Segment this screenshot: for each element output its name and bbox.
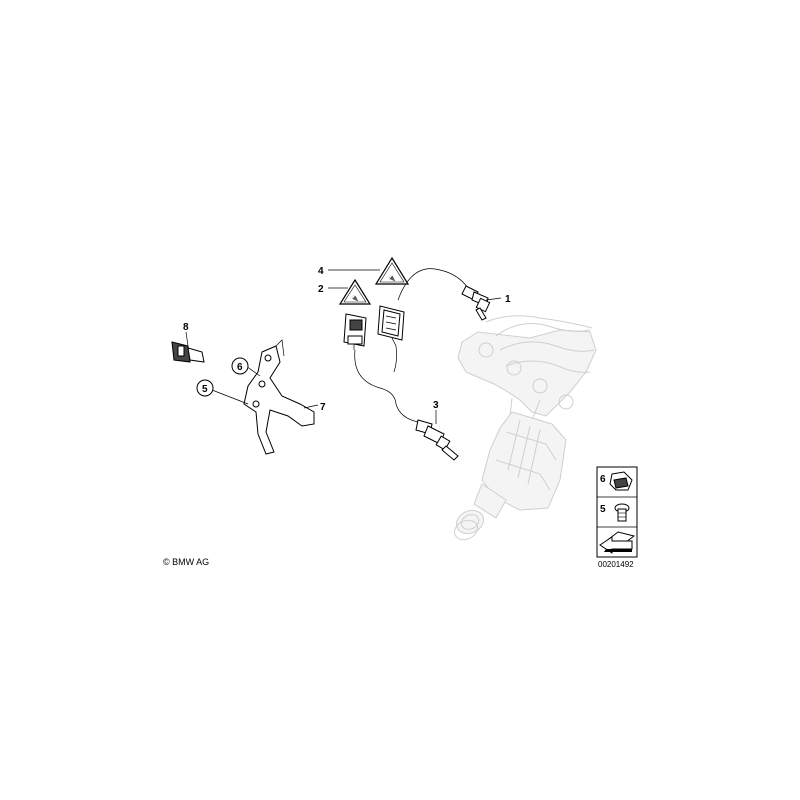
- callout-7: 7: [320, 402, 326, 413]
- warning-triangle-icon: 🔌: [374, 256, 410, 285]
- callout-4: 4: [318, 266, 324, 277]
- callout-8: 8: [183, 322, 189, 333]
- callout-2: 2: [318, 284, 324, 295]
- diagram-code: 00201492: [598, 560, 634, 569]
- svg-text:🔌: 🔌: [351, 294, 359, 302]
- nut-clip-shading: [613, 477, 629, 489]
- arrow-icon: [599, 531, 636, 554]
- legend-label-6: 6: [600, 474, 606, 485]
- clip-part-8: [171, 341, 205, 363]
- svg-text:🔌: 🔌: [388, 274, 396, 282]
- callout-circle: [196, 379, 214, 397]
- sensor-connector-2: [343, 313, 367, 350]
- oxygen-sensor-downstream: [354, 349, 459, 461]
- parts-legend-panel: 6 5: [596, 466, 638, 558]
- exhaust-manifold-ghost: [457, 315, 597, 421]
- warning-triangle-icon: 🔌: [338, 278, 372, 305]
- callout-3: 3: [433, 400, 439, 411]
- oxygen-sensor-upstream: [397, 268, 491, 321]
- copyright-text: © BMW AG: [163, 557, 209, 567]
- leader-lines: [185, 269, 502, 424]
- mounting-bracket: [243, 339, 315, 455]
- sensor-connector-4: [377, 305, 405, 373]
- callout-1: 1: [505, 294, 511, 305]
- callout-5: 5: [202, 384, 208, 395]
- callout-6: 6: [237, 362, 243, 373]
- bolt-icon: [614, 503, 630, 522]
- callout-circle: [231, 357, 249, 375]
- catalytic-converter-ghost: [453, 411, 567, 541]
- legend-label-5: 5: [600, 504, 606, 515]
